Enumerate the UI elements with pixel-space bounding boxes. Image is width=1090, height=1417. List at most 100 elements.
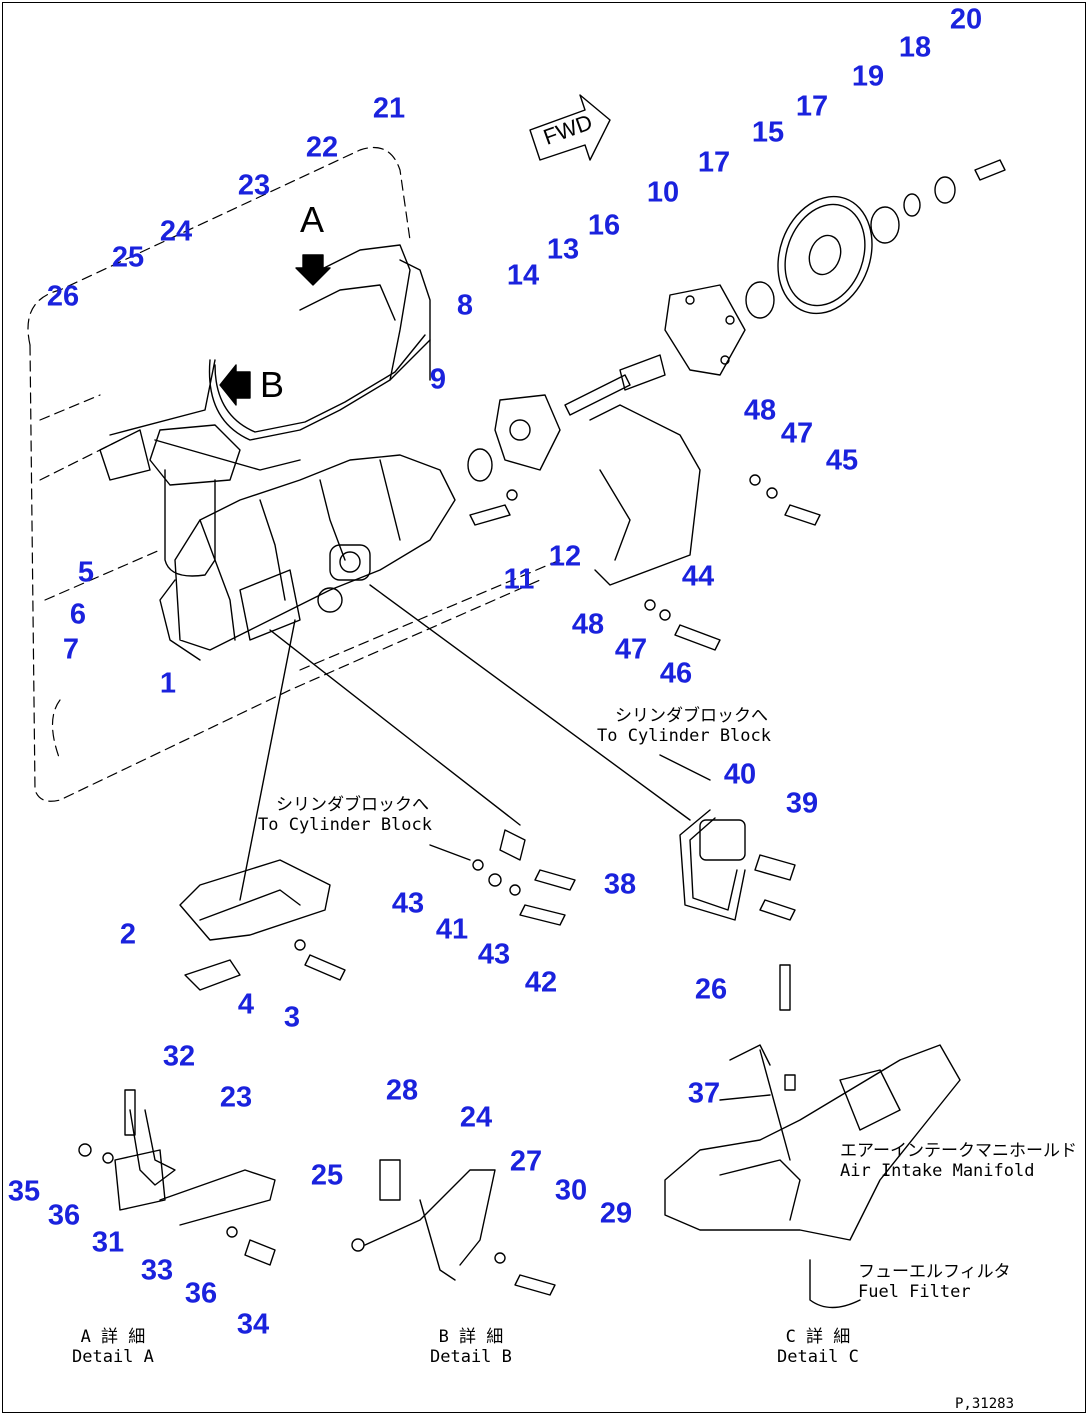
bolts-11-12 [469,489,518,526]
fwd-arrow [529,94,611,161]
note-en: To Cylinder Block [258,814,432,835]
callout-48: 48 [743,394,777,427]
callout-35: 35 [7,1175,41,1208]
callout-30: 30 [554,1174,588,1207]
callout-33: 33 [140,1254,174,1287]
callout-32: 32 [162,1040,196,1073]
gear-cover-44 [589,404,701,586]
injection-pump-body [159,454,456,661]
callout-6: 6 [69,598,87,631]
callout-19: 19 [851,60,885,93]
note-to-cylinder-block-2: シリンダブロックへ To Cylinder Block [258,795,432,835]
callout-23: 23 [219,1081,253,1114]
callout-41: 41 [435,913,469,946]
callout-12: 12 [548,540,582,573]
callout-24: 24 [159,215,193,248]
callout-48: 48 [571,608,605,641]
callout-34: 34 [236,1308,270,1341]
callout-18: 18 [898,31,932,64]
callout-24: 24 [459,1101,493,1134]
callout-20: 20 [949,3,983,36]
caption-jp: A 詳 細 [80,1327,146,1347]
note-to-cylinder-block-1: シリンダブロックへ To Cylinder Block [597,706,771,746]
callout-40: 40 [723,758,757,791]
callout-46: 46 [659,657,693,690]
drawing-number: P,31283 [955,1396,1015,1412]
note-jp: フューエルフィルタ [858,1262,1011,1282]
caption-detail-a: A 詳 細 Detail A [72,1327,154,1367]
bracket-2 [179,859,346,991]
callout-37: 37 [687,1077,721,1110]
callout-43: 43 [391,887,425,920]
gear-hardware [745,159,1006,319]
parts-41-43 [472,829,576,926]
callout-45: 45 [825,444,859,477]
fuel-pipes [109,244,431,471]
note-fuel-filter: フューエルフィルタ Fuel Filter [858,1262,1011,1302]
note-en: Fuel Filter [858,1281,971,1302]
caption-en: Detail A [72,1346,154,1367]
callout-36: 36 [184,1277,218,1310]
callout-8: 8 [456,289,474,322]
callout-47: 47 [780,417,814,450]
callout-21: 21 [372,92,406,125]
callout-16: 16 [587,209,621,242]
note-jp: シリンダブロックへ [615,706,768,726]
callout-44: 44 [681,560,715,593]
bolts-45-46 [644,474,821,651]
callout-10: 10 [646,176,680,209]
callout-15: 15 [751,116,785,149]
callout-43: 43 [477,938,511,971]
callout-36: 36 [47,1199,81,1232]
note-jp: エアーインテークマニホールド [840,1141,1077,1161]
caption-en: Detail B [430,1346,512,1367]
drive-gear-15 [777,195,873,315]
callout-7: 7 [62,633,80,666]
detail-a-drawing [78,1089,276,1266]
callout-42: 42 [524,966,558,999]
detail-b-drawing [351,1159,556,1296]
callout-25: 25 [310,1159,344,1192]
caption-detail-c: C 詳 細 Detail C [777,1327,859,1367]
fuel-filter [99,424,241,577]
callout-26: 26 [46,280,80,313]
note-air-intake-manifold: エアーインテークマニホールド Air Intake Manifold [840,1141,1077,1181]
view-arrows [219,254,331,406]
view-letter-a: A [299,199,325,240]
callout-39: 39 [785,787,819,820]
caption-detail-b: B 詳 細 Detail B [430,1327,512,1367]
callout-31: 31 [91,1226,125,1259]
cover-plate-10 [664,284,746,376]
pipe-38 [679,809,796,921]
callout-2: 2 [119,918,137,951]
callout-27: 27 [509,1145,543,1178]
note-en: To Cylinder Block [597,725,771,746]
callout-22: 22 [305,131,339,164]
callout-13: 13 [546,233,580,266]
caption-jp: B 詳 細 [438,1327,504,1347]
callout-47: 47 [614,633,648,666]
callout-25: 25 [111,241,145,274]
callout-11: 11 [503,563,535,596]
callout-28: 28 [385,1074,419,1107]
callout-4: 4 [237,988,255,1021]
callout-17: 17 [795,90,829,123]
callout-5: 5 [77,556,95,589]
caption-en: Detail C [777,1346,859,1367]
detail-c-drawing [664,964,961,1309]
view-letter-b: B [259,364,285,405]
callout-26: 26 [694,973,728,1006]
callout-29: 29 [599,1197,633,1230]
note-jp: シリンダブロックへ [276,795,429,815]
bracket-8 [467,394,561,482]
leader-lines [239,584,791,1161]
callout-23: 23 [237,169,271,202]
callout-9: 9 [429,363,447,396]
callout-38: 38 [603,868,637,901]
shaft-13 [564,354,666,416]
callout-3: 3 [283,1001,301,1034]
callout-1: 1 [159,667,177,700]
